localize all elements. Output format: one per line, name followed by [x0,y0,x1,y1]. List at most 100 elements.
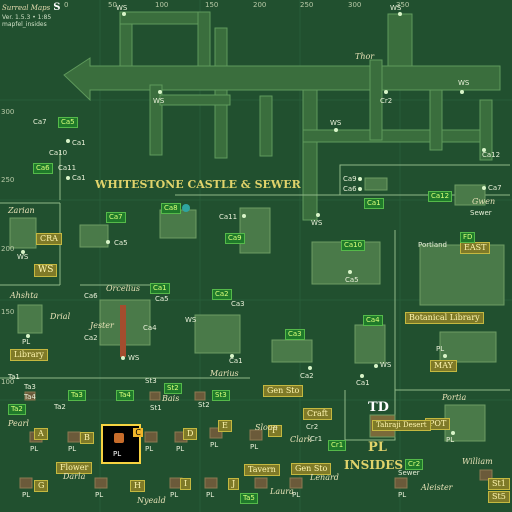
ca6-tag[interactable]: Ca6 [33,163,53,174]
cra-tag[interactable]: CRA [36,233,62,245]
gen-sto-tag[interactable]: Gen Sto [291,463,332,475]
fd-tag[interactable]: FD [460,232,476,243]
ca1-tag[interactable]: Ca1 [364,198,384,209]
shop-g-tag[interactable]: G [34,480,49,492]
ta3-label: Ta3 [24,383,36,391]
ws-label-1: WS [116,4,128,12]
brand-badge: S [53,2,61,13]
gwen-label: Gwen [472,197,496,206]
bais-label: Bais [162,394,180,403]
ca9-label: Ca9 [343,175,357,183]
ta3-tag[interactable]: Ta3 [68,390,86,401]
pl-label-12: PL [398,491,407,499]
clark-label: Clark [290,435,313,444]
ws-label-6: WS [311,219,323,227]
brand-name: Surreal Maps [2,4,51,12]
pl-label-5: PL [210,441,219,449]
thor-label: Thor [355,52,375,61]
ca7-tag[interactable]: Ca7 [106,212,126,223]
east-tag[interactable]: EAST [460,242,491,254]
ca6-label: Ca6 [343,185,357,193]
pl-label-ahshta: PL [22,338,31,346]
pl-label-11: PL [292,491,301,499]
pl-label-9: PL [170,491,179,499]
flower-tag[interactable]: Flower [56,462,93,474]
ta4-label: Ta4 [24,393,36,401]
library-tag[interactable]: Library [10,349,48,361]
st5-tag[interactable]: St5 [488,491,510,503]
darla-label: Darla [63,472,86,481]
craft-tag[interactable]: Craft [303,408,332,420]
td-title: TD [368,400,389,415]
ws-area-tag[interactable]: WS [34,264,58,277]
pearl-label: Pearl [8,419,29,428]
ca1-label-c: Ca1 [229,357,243,365]
shop-e-tag[interactable]: E [218,420,232,432]
tick-x-350: 350 [396,1,410,9]
pl-label-7: PL [22,491,31,499]
nyeald-label: Nyeald [137,496,166,505]
ahshta-label: Ahshta [10,291,39,300]
castle-title: WHITESTONE CASTLE & SEWER [95,178,301,191]
shop-d-tag[interactable]: D [183,428,198,440]
sewer-label: Sewer [470,209,492,217]
ca5-tag[interactable]: Ca5 [58,117,78,128]
shop-h-tag[interactable]: H [130,480,145,492]
ta2-tag[interactable]: Ta2 [8,404,26,415]
ca10-tag[interactable]: Ca10 [341,240,366,251]
tavern-tag[interactable]: Tavern [244,464,280,476]
shop-j-tag[interactable]: J [228,478,240,490]
ta5-tag[interactable]: Ta5 [240,493,258,504]
pl-label-3: PL [145,445,154,453]
ws-label-2: WS [390,4,402,12]
marius-label: Marius [210,369,239,378]
ca1-label-a: Ca1 [72,139,86,147]
william-label: William [462,457,493,466]
ca4-tag[interactable]: Ca4 [363,315,383,326]
ca11-label: Ca11 [58,164,77,172]
botanical-library-tag[interactable]: Botanical Library [405,312,484,324]
ca12-label: Ca12 [482,151,501,159]
tick-y-300: 300 [1,108,15,116]
ca5-label-b: Ca5 [345,276,359,284]
shop-a-tag[interactable]: A [34,428,48,440]
pl-label-10: PL [206,491,215,499]
gen-sto-upper-tag[interactable]: Gen Sto [263,385,304,397]
ca1-b-tag[interactable]: Ca1 [150,283,170,294]
ta4-tag[interactable]: Ta4 [116,390,134,401]
cr1-tag[interactable]: Cr1 [328,440,347,451]
tahraji-tag[interactable]: Tahraji Desert [372,420,431,431]
st1-tag[interactable]: St1 [488,478,510,490]
ca9-tag[interactable]: Ca9 [225,233,245,244]
ta2-label: Ta2 [54,403,66,411]
shop-b-tag[interactable]: B [80,432,94,444]
jester-label: Jester [90,321,114,330]
ta1-label: Ta1 [8,373,20,381]
selected-marker[interactable]: C PL [101,424,143,464]
ca2-label: Ca2 [84,334,98,342]
shop-f-tag[interactable]: F [268,425,282,437]
selected-label: PL [113,450,122,458]
ws-label-4: WS [458,79,470,87]
ca1-label-b: Ca1 [72,174,86,182]
tick-x-250: 250 [300,1,314,9]
ca12-tag[interactable]: Ca12 [428,191,453,202]
st2-tag[interactable]: St2 [164,383,182,394]
house-icon [114,433,124,443]
ca2-label-b: Ca2 [300,372,314,380]
may-tag[interactable]: MAY [430,360,457,372]
cr2-tag[interactable]: Cr2 [405,459,424,470]
ca2-tag[interactable]: Ca2 [212,289,232,300]
pl-label-4: PL [176,445,185,453]
ca3-tag[interactable]: Ca3 [285,329,305,340]
ca8-tag[interactable]: Ca8 [161,203,181,214]
version-text: Ver. 1.5.3 • 1:85 [2,14,52,21]
ca3-label: Ca3 [231,300,245,308]
st3-tag[interactable]: St3 [212,390,230,401]
pl-label-1: PL [30,445,39,453]
tick-y-250: 250 [1,176,15,184]
tick-y-100: 100 [1,378,15,386]
shop-i-tag[interactable]: I [180,478,192,490]
